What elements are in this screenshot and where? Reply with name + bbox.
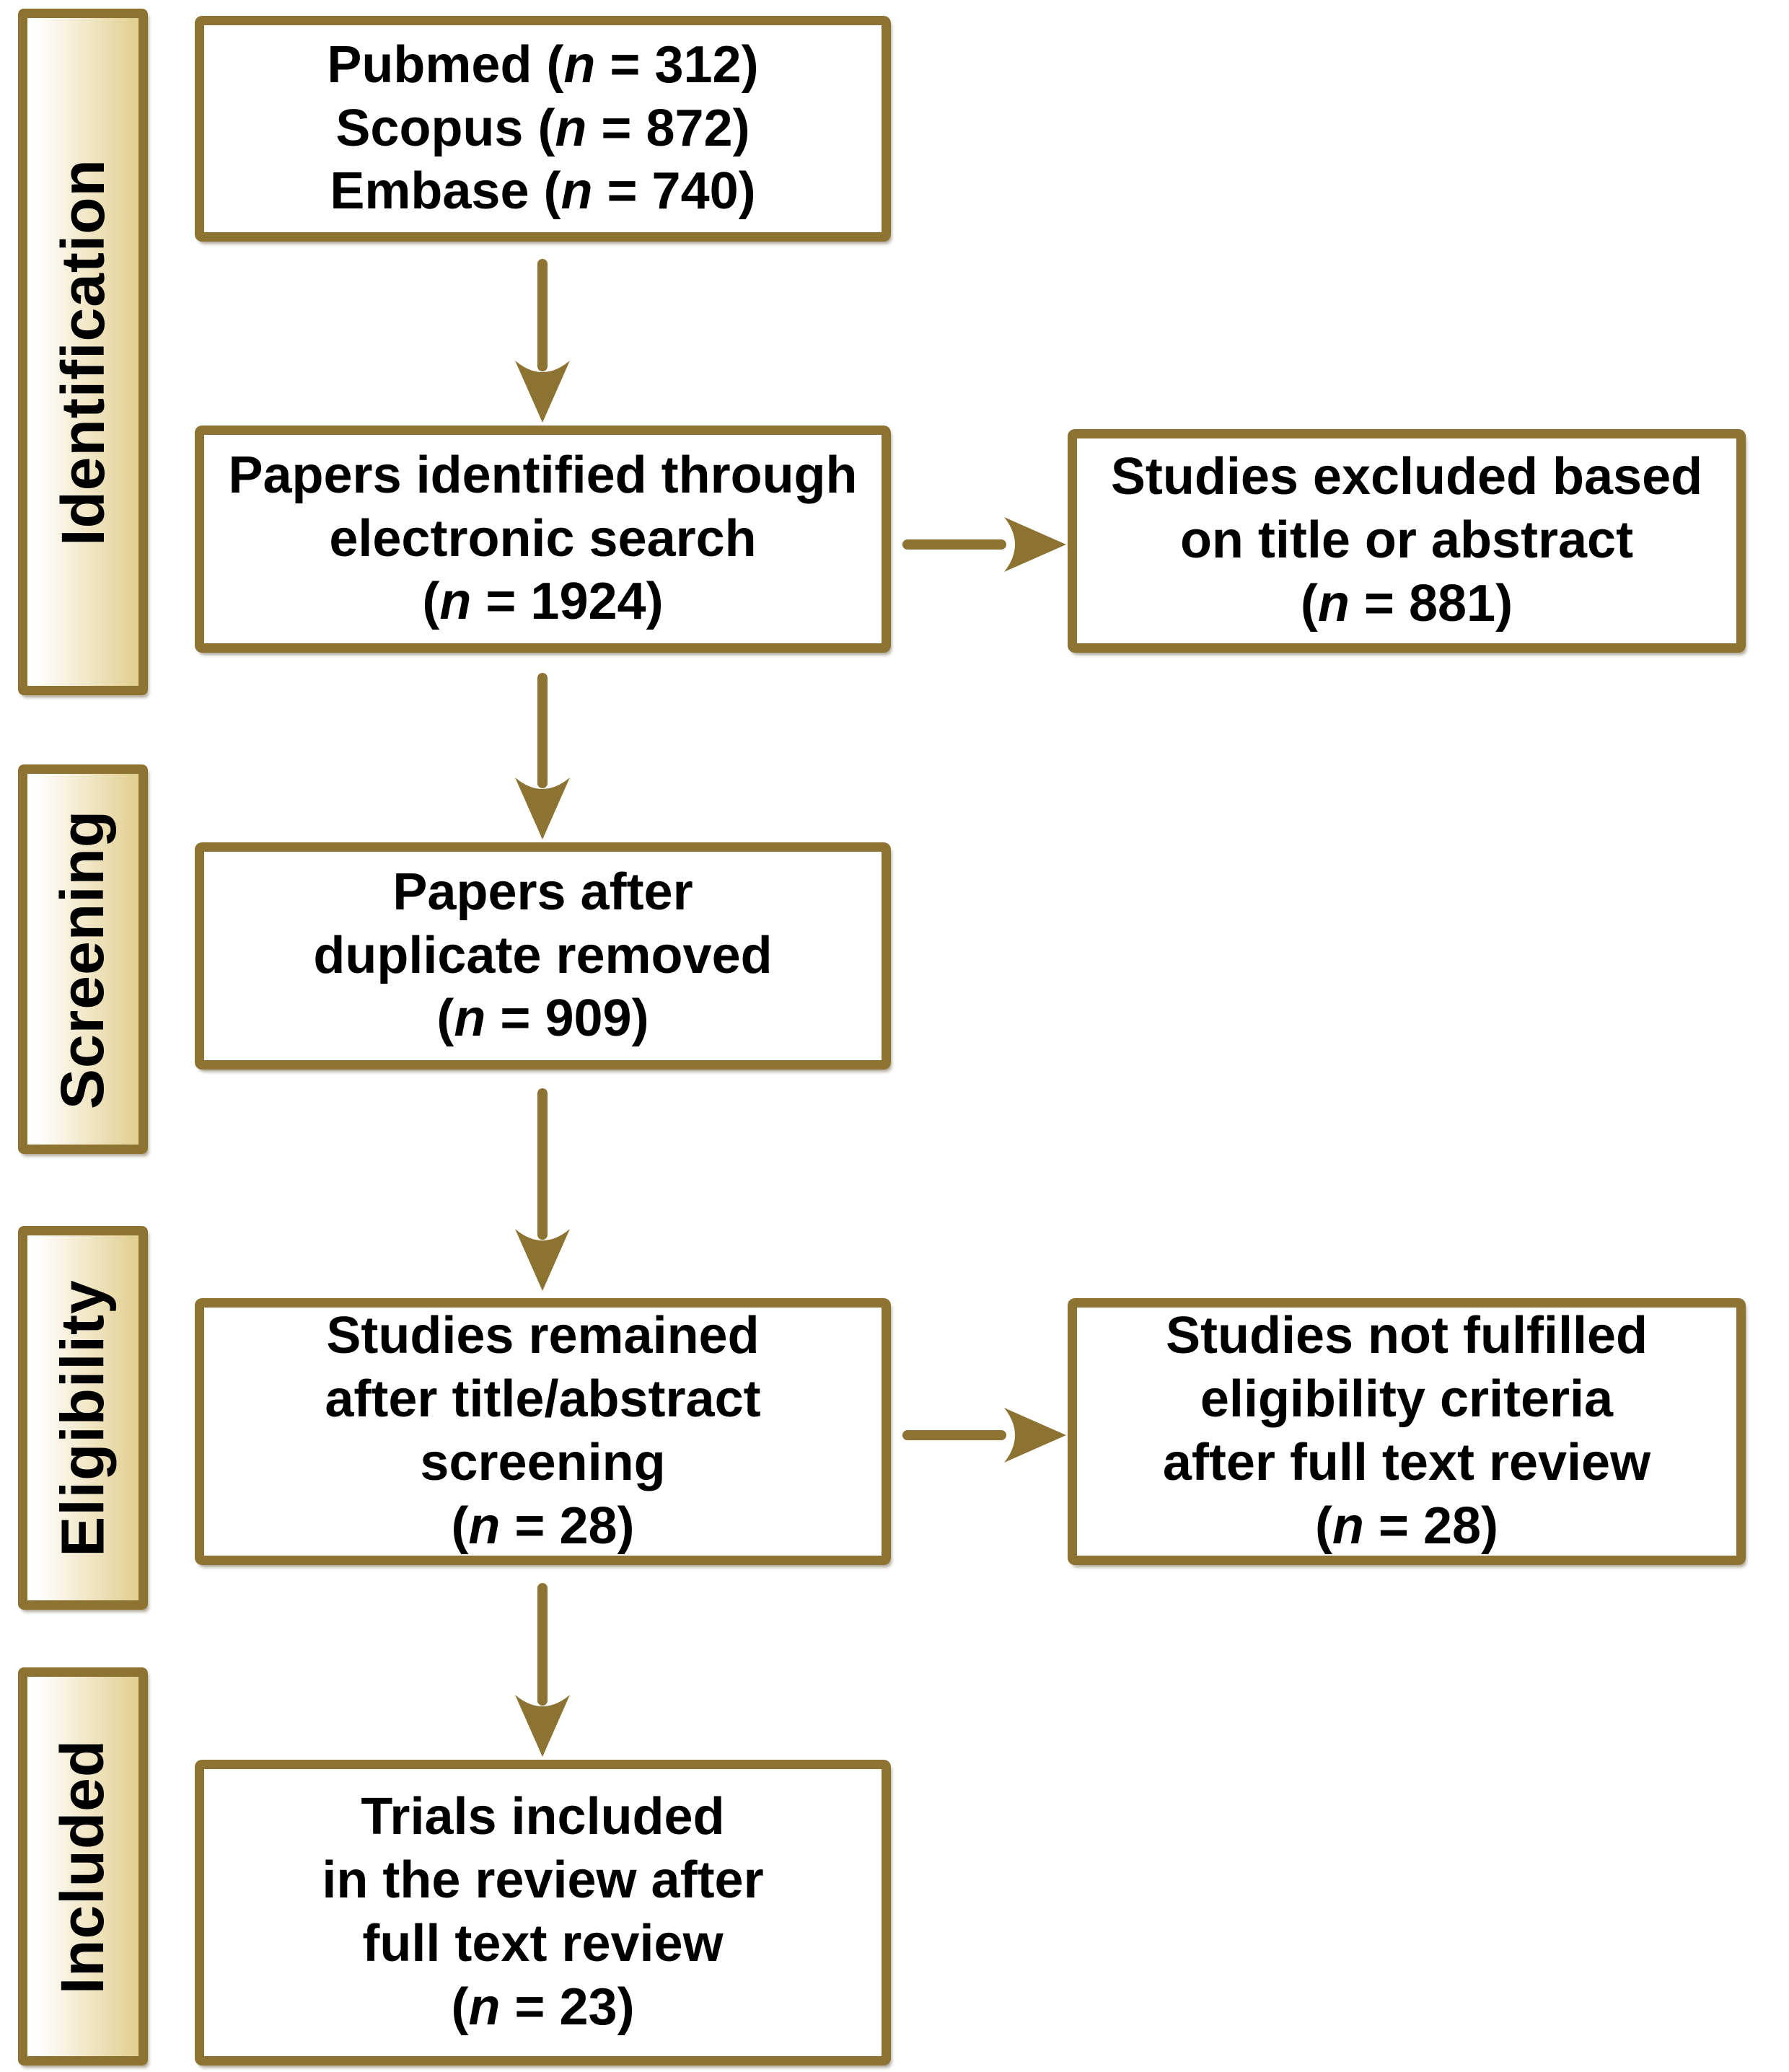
down-arrow-icon	[515, 1583, 570, 1757]
stage-label: Identification	[48, 158, 117, 546]
stage-included: Included	[18, 1667, 148, 2066]
down-arrow-icon	[515, 673, 570, 839]
right-arrow-icon	[902, 1408, 1066, 1463]
stage-screening: Screening	[18, 764, 148, 1154]
stage-label: Eligibility	[48, 1279, 117, 1557]
down-arrow-icon	[515, 259, 570, 423]
box-text: Pubmed (n = 312)Scopus (n = 872)Embase (…	[327, 35, 759, 221]
down-arrow-icon	[515, 1088, 570, 1291]
stage-label: Screening	[48, 809, 117, 1109]
stage-identification: Identification	[18, 9, 148, 695]
stage-eligibility: Eligibility	[18, 1226, 148, 1610]
box-database-sources: Pubmed (n = 312)Scopus (n = 872)Embase (…	[195, 16, 891, 242]
right-arrow-icon	[902, 517, 1066, 572]
stage-label: Included	[48, 1739, 117, 1994]
